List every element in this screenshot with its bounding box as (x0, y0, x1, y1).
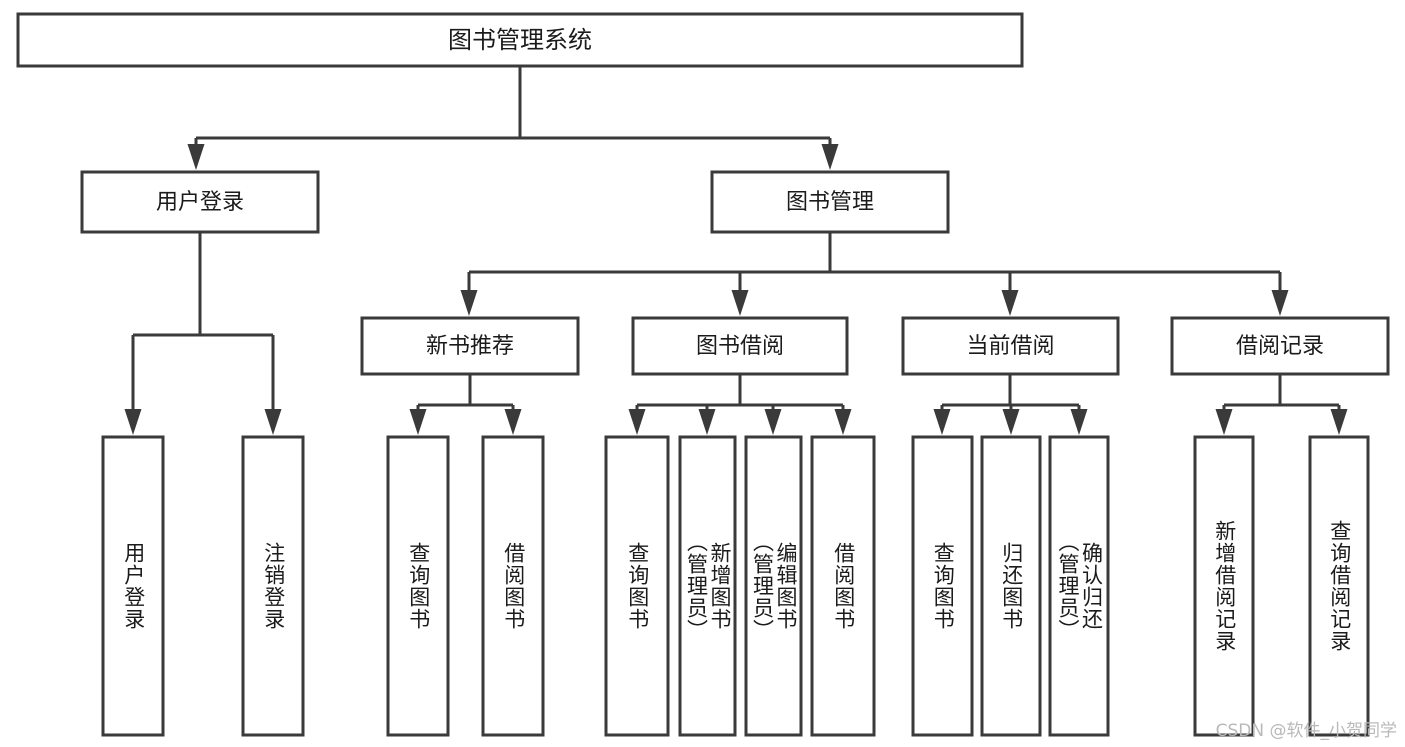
node-leaf-return-book[interactable] (980, 435, 1042, 737)
node-leaf-add-book[interactable] (678, 435, 737, 737)
node-box[interactable] (386, 435, 450, 737)
node-leaf-query-book-1[interactable] (386, 435, 450, 737)
node-label: 新书推荐 (426, 334, 514, 359)
node-box[interactable] (810, 435, 876, 737)
node-box[interactable] (101, 435, 165, 737)
connector-bus-current-borrow (933, 374, 1088, 435)
node-label: 图书管理 (786, 190, 874, 215)
arrow-head-icon (504, 409, 522, 435)
node-box[interactable] (481, 435, 545, 737)
arrow-head-icon (731, 290, 749, 316)
node-box[interactable] (80, 170, 320, 234)
node-box[interactable] (16, 12, 1024, 68)
arrow-head-icon (933, 409, 951, 435)
connector-bus-borrow-record (1215, 374, 1348, 435)
node-box[interactable] (901, 316, 1120, 376)
node-label: 用户登录 (156, 190, 244, 215)
arrow-head-icon (264, 409, 282, 435)
node-label: 图书管理系统 (448, 26, 592, 54)
node-current-borrow[interactable]: 当前借阅 (901, 316, 1120, 376)
node-leaf-borrow-book-2[interactable] (810, 435, 876, 737)
node-leaf-query-book-3[interactable] (911, 435, 974, 737)
arrow-head-icon (1271, 290, 1289, 316)
node-box[interactable] (604, 435, 670, 737)
node-book-borrow[interactable]: 图书借阅 (631, 316, 849, 376)
node-borrow-record[interactable]: 借阅记录 (1170, 316, 1390, 376)
node-leaf-confirm-return[interactable] (1048, 435, 1110, 737)
node-leaf-borrow-book-1[interactable] (481, 435, 545, 737)
connector-bus-book-borrow (628, 374, 852, 435)
node-user-login[interactable]: 用户登录 (80, 170, 320, 234)
node-label: 借阅记录 (1236, 334, 1324, 359)
node-box[interactable] (1308, 435, 1370, 737)
node-box[interactable] (1193, 435, 1255, 737)
node-leaf-logout[interactable] (241, 435, 305, 737)
node-leaf-user-login[interactable] (101, 435, 165, 737)
node-box[interactable] (631, 316, 849, 376)
arrow-head-icon (821, 144, 839, 170)
node-book-manage[interactable]: 图书管理 (710, 170, 950, 234)
node-leaf-query-book-2[interactable] (604, 435, 670, 737)
arrow-head-icon (1215, 409, 1233, 435)
node-leaf-edit-book[interactable] (744, 435, 803, 737)
connector-bus-new-book-rec (409, 374, 522, 435)
connector-bus-root (187, 66, 839, 170)
node-label: 当前借阅 (966, 334, 1054, 359)
arrow-head-icon (1002, 409, 1020, 435)
arrow-head-icon (698, 409, 716, 435)
connector-bus-user-login (124, 232, 282, 435)
node-label: 图书借阅 (696, 334, 784, 359)
arrow-head-icon (1330, 409, 1348, 435)
node-box[interactable] (1048, 435, 1110, 737)
node-box[interactable] (744, 435, 803, 737)
arrow-head-icon (1070, 409, 1088, 435)
arrow-head-icon (409, 409, 427, 435)
arrow-head-icon (460, 290, 478, 316)
arrow-head-icon (834, 409, 852, 435)
csdn-watermark: CSDN @软件_小贺同学 (1215, 721, 1397, 741)
arrow-head-icon (1001, 290, 1019, 316)
connector-layer (124, 66, 1348, 435)
node-root[interactable]: 图书管理系统 (16, 12, 1024, 68)
node-leaf-query-record[interactable] (1308, 435, 1370, 737)
node-box[interactable] (710, 170, 950, 234)
arrow-head-icon (187, 144, 205, 170)
node-box[interactable] (360, 316, 580, 376)
node-leaf-add-record[interactable] (1193, 435, 1255, 737)
arrow-head-icon (764, 409, 782, 435)
node-box[interactable] (911, 435, 974, 737)
node-box[interactable] (678, 435, 737, 737)
connector-bus-book-manage (460, 232, 1289, 316)
arrow-head-icon (124, 409, 142, 435)
arrow-head-icon (628, 409, 646, 435)
node-box[interactable] (1170, 316, 1390, 376)
node-box[interactable] (241, 435, 305, 737)
node-new-book-rec[interactable]: 新书推荐 (360, 316, 580, 376)
node-box[interactable] (980, 435, 1042, 737)
